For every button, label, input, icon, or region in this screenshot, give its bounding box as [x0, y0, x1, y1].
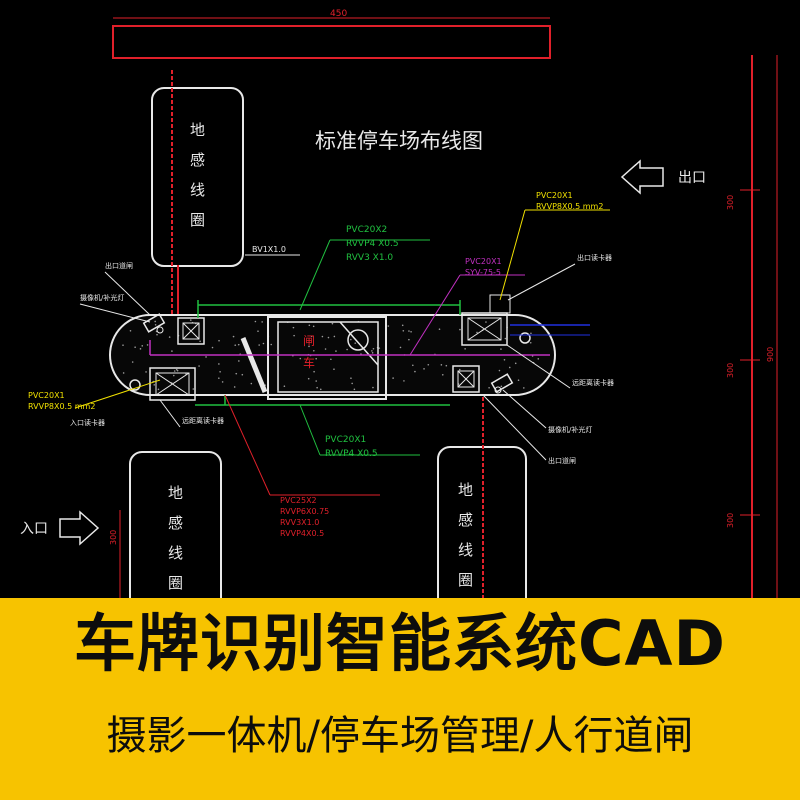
cable-spec: RVVP4 X0.5	[325, 449, 378, 459]
equipment-top-right	[461, 294, 511, 346]
dim-right-total: 900	[766, 347, 775, 362]
loop-char: 线	[458, 541, 473, 559]
label-exit-reader: 出口读卡器	[577, 253, 612, 262]
entry-arrow-icon	[59, 510, 100, 546]
cable-spec: PVC20X2	[346, 225, 387, 235]
loop-char: 地	[168, 484, 183, 502]
barrier-box	[267, 316, 387, 400]
loop-char: 地	[458, 481, 473, 499]
cable-spec: RVVP8X0.5 mm2	[536, 202, 603, 211]
exit-label: 出口	[678, 170, 706, 186]
label-distance-reader-right: 远距离读卡器	[572, 378, 614, 387]
dim-right-3: 300	[726, 513, 735, 528]
exit-arrow-icon	[620, 159, 664, 195]
loop-char: 圈	[458, 571, 473, 589]
label-exit-gate-right: 出口道闸	[548, 456, 576, 465]
loop-char: 地	[190, 121, 205, 139]
label-camera-fill-right: 摄像机/补光灯	[548, 425, 592, 434]
top-dimension-text: 450	[330, 9, 347, 19]
cable-spec: RVVP6X0.75	[280, 507, 329, 516]
dim-right-1: 300	[726, 195, 735, 210]
banner-title: 车牌识别智能系统CAD	[74, 607, 726, 680]
loop-char: 线	[168, 544, 183, 562]
label-camera-fill-left: 摄像机/补光灯	[80, 293, 124, 302]
cable-spec: PVC20X1	[465, 257, 502, 266]
cable-spec: PVC25X2	[280, 496, 317, 505]
drawing-title: 标准停车场布线图	[315, 129, 483, 153]
cable-spec: PVC20X1	[28, 391, 65, 400]
cable-spec: RVVP4 X0.5	[346, 239, 399, 249]
cable-spec: RVVP8X0.5 mm2	[28, 402, 95, 411]
label-distance-reader-left: 远距离读卡器	[182, 416, 224, 425]
label-entry-reader: 入口读卡器	[70, 418, 105, 427]
top-dimension-box	[112, 25, 551, 59]
loop-char: 感	[190, 151, 205, 169]
loop-char: 感	[458, 511, 473, 529]
cable-spec: RVV3 X1.0	[346, 253, 393, 263]
cable-spec: SYV-75-5	[465, 268, 501, 277]
cable-spec: RVV3X1.0	[280, 518, 319, 527]
barrier-label: 闸车	[303, 334, 315, 370]
loop-char: 圈	[168, 574, 183, 592]
loop-char: 线	[190, 181, 205, 199]
dim-right-2: 300	[726, 363, 735, 378]
loop-char: 圈	[190, 211, 205, 229]
equipment-bottom-left	[149, 367, 196, 401]
camera-left-icon	[142, 313, 166, 334]
equipment-top-left	[177, 317, 205, 345]
cable-spec: PVC20X1	[325, 435, 366, 445]
cable-bv1: BV1X1.0	[252, 245, 286, 254]
cable-spec: PVC20X1	[536, 191, 573, 200]
barrier-arm	[240, 337, 268, 393]
entry-label: 入口	[20, 521, 48, 537]
banner-subtitle: 摄影一体机/停车场管理/人行道闸	[106, 713, 694, 759]
cable-spec: RVVP4X0.5	[280, 529, 324, 538]
equipment-bottom-right	[452, 365, 480, 393]
loop-char: 感	[168, 514, 183, 532]
label-exit-barrier-left: 出口道闸	[105, 261, 133, 270]
dim-left: 300	[109, 530, 118, 545]
ground-loop-top	[151, 87, 244, 267]
camera-right-icon	[490, 373, 514, 394]
banner	[0, 598, 800, 800]
